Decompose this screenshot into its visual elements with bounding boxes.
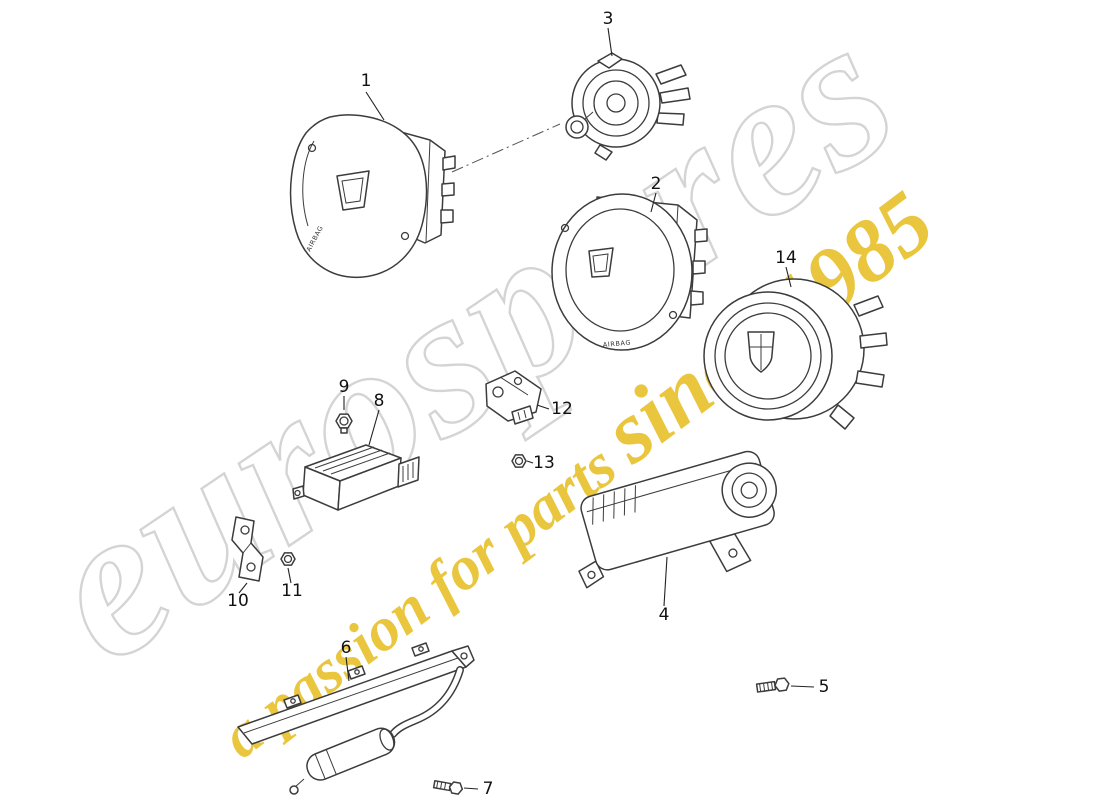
part-label-7: 7 [483, 779, 494, 799]
part-7-bolt: 7 [432, 779, 494, 799]
leader-line-1 [365, 91, 385, 121]
mount-tab [411, 642, 430, 657]
end-fitting [451, 645, 475, 668]
connector-stub [511, 405, 534, 425]
hex-nut [335, 413, 353, 429]
leader-line-12 [536, 404, 550, 410]
screw-detail [400, 231, 410, 241]
inflator-end [721, 462, 777, 518]
tube-nozzle [289, 785, 299, 795]
screw-detail [307, 143, 317, 153]
assembly-axis-line [451, 123, 561, 173]
part-label-8: 8 [374, 391, 385, 411]
mount-ear [292, 485, 305, 500]
mount-tab [283, 694, 302, 709]
part-label-12: 12 [551, 399, 573, 419]
mount-flange [578, 560, 605, 589]
leader-line-5 [790, 685, 815, 688]
leader-line-4 [663, 556, 668, 607]
part-8-control-unit: 8 [292, 391, 420, 511]
part-label-13: 13 [533, 453, 555, 473]
part-label-3: 3 [603, 9, 614, 29]
part-label-11: 11 [281, 581, 303, 601]
part-2-airbag-unit: AIRBAG 2 [551, 174, 708, 351]
part-13-nut: 13 [511, 453, 555, 473]
screw-detail [560, 223, 570, 233]
leader-line-11 [287, 567, 292, 584]
part-label-9: 9 [339, 377, 350, 397]
part-10-bracket: 10 [227, 516, 264, 611]
part-label-2: 2 [651, 174, 662, 194]
leader-line-8 [368, 409, 380, 446]
gas-generator [306, 727, 396, 781]
part-label-4: 4 [659, 605, 670, 625]
leader-line-2 [650, 192, 657, 213]
leader-line-14 [785, 266, 792, 288]
leader-line-3 [607, 27, 613, 57]
part-label-5: 5 [819, 677, 830, 697]
part-14-driver-airbag-crest: 14 [703, 248, 888, 430]
part-11-nut: 11 [280, 552, 303, 601]
part-9-nut: 9 [335, 377, 353, 434]
part-label-10: 10 [227, 591, 249, 611]
part-5-bolt: 5 [755, 677, 830, 697]
bolt-head [448, 781, 464, 795]
part-label-1: 1 [361, 71, 372, 91]
hex-nut [280, 552, 296, 566]
hex-nut [511, 454, 527, 468]
part-6-side-airbag: 6 [237, 638, 475, 795]
mount-tab [347, 665, 366, 680]
leader-line-13 [526, 460, 534, 464]
bolt-shank [755, 680, 777, 693]
part-12-impact-sensor: 12 [485, 370, 573, 425]
wire-loop [565, 115, 589, 139]
leader-line-10 [238, 582, 248, 594]
leader-line-7 [463, 787, 479, 790]
part-3-clock-spring: 3 [565, 9, 691, 161]
part-label-6: 6 [341, 638, 352, 658]
screw-detail [668, 310, 678, 320]
part-4-passenger-airbag: 4 [578, 450, 777, 625]
bolt-head [774, 677, 790, 692]
part-2-airbag-marking: AIRBAG [602, 339, 631, 349]
leader-line-6 [345, 656, 350, 682]
part-1-driver-airbag-unit: AIRBAG 1 [289, 71, 456, 279]
bolt-shank [432, 780, 452, 792]
part-label-14: 14 [775, 248, 797, 268]
